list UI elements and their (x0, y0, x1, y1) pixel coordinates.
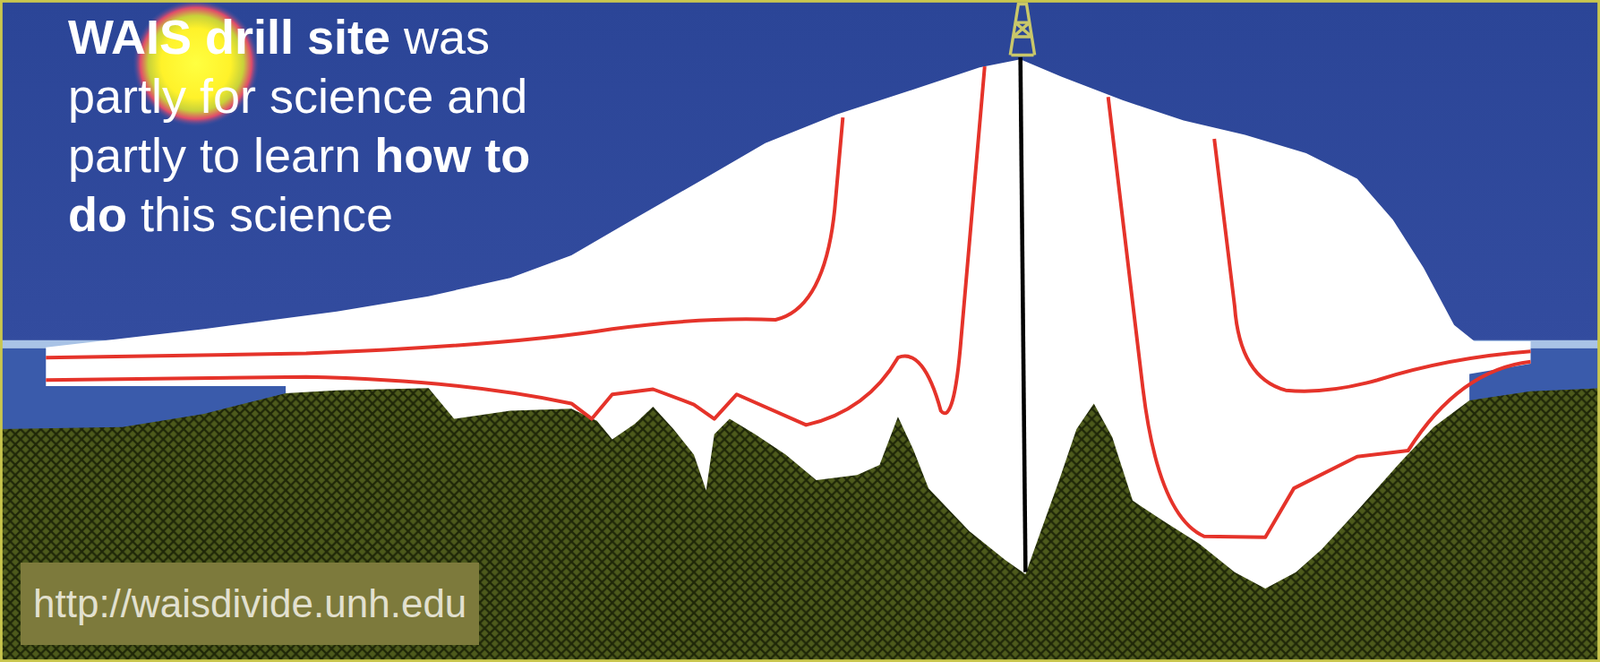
note-text: WAIS drill site was partly for science a… (68, 7, 588, 244)
note-phrase: this science (140, 187, 394, 241)
flow-line (1214, 138, 1531, 392)
url-box: http://waisdivide.unh.edu (20, 562, 480, 645)
drill-rig (1009, 4, 1035, 56)
flow-line (1108, 96, 1532, 538)
note-phrase: WAIS drill site (68, 9, 391, 64)
url-watermark: http://waisdivide.unh.edu (33, 581, 467, 626)
borehole (1020, 57, 1027, 573)
bedrock (0, 387, 1600, 662)
